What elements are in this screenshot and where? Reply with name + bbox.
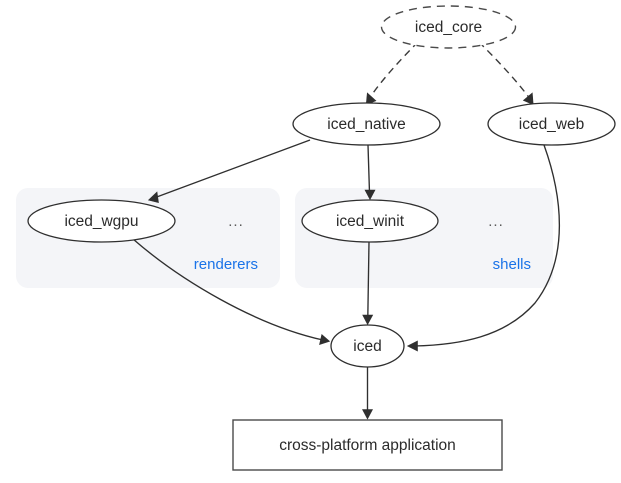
- node-iced-winit-label: iced_winit: [336, 213, 405, 230]
- node-iced-wgpu-label: iced_wgpu: [64, 213, 138, 230]
- edge-native-to-winit: [364, 144, 376, 201]
- node-cross-platform-application[interactable]: cross-platform application: [232, 419, 503, 471]
- shells-more-ellipsis: ...: [488, 213, 504, 230]
- node-iced-web[interactable]: iced_web: [487, 102, 616, 146]
- edge-core-to-web-arrowhead: [522, 92, 534, 106]
- edge-native-to-winit-path: [367, 144, 371, 194]
- edge-core-to-native: [365, 41, 419, 106]
- cluster-renderers-label: renderers: [194, 256, 258, 273]
- node-iced-native-label: iced_native: [327, 116, 405, 133]
- node-cross-platform-application-label: cross-platform application: [279, 437, 456, 454]
- node-iced-winit[interactable]: iced_winit: [301, 199, 439, 243]
- cluster-shells-label: shells: [493, 256, 531, 273]
- edge-wgpu-to-iced: [132, 238, 331, 345]
- edge-winit-to-iced: [362, 241, 374, 326]
- edge-iced-to-app: [362, 367, 373, 420]
- node-iced-label: iced: [353, 338, 381, 355]
- node-iced-shape[interactable]: [330, 324, 405, 368]
- edge-wgpu-to-iced-arrowhead: [319, 333, 331, 345]
- edge-web-to-iced-path: [413, 144, 561, 347]
- edge-wgpu-to-iced-path: [132, 238, 324, 341]
- edge-core-to-web-path: [478, 41, 531, 100]
- node-iced-core-shape[interactable]: [380, 5, 517, 49]
- node-iced-native[interactable]: iced_native: [292, 102, 441, 146]
- edge-native-to-wgpu-arrowhead: [147, 191, 159, 203]
- node-iced-native-shape[interactable]: [292, 102, 441, 146]
- edge-winit-to-iced-arrowhead: [362, 314, 374, 326]
- node-iced-core-label: iced_core: [415, 19, 482, 36]
- edge-native-to-wgpu: [147, 139, 311, 203]
- node-iced[interactable]: iced: [330, 324, 405, 368]
- edge-native-to-winit-arrowhead: [364, 189, 376, 201]
- edge-iced-to-app-arrowhead: [362, 409, 373, 420]
- renderers-more-ellipsis: ...: [228, 213, 244, 230]
- node-iced-winit-shape[interactable]: [301, 199, 439, 243]
- node-iced-wgpu[interactable]: iced_wgpu: [27, 199, 176, 243]
- node-iced-web-label: iced_web: [519, 116, 585, 133]
- edge-core-to-native-path: [368, 41, 419, 100]
- node-iced-web-shape[interactable]: [487, 102, 616, 146]
- edge-web-to-iced-arrowhead: [406, 340, 418, 352]
- edge-core-to-web: [478, 41, 534, 106]
- edge-native-to-wgpu-path: [153, 139, 311, 199]
- node-iced-wgpu-shape[interactable]: [27, 199, 176, 243]
- edge-web-to-iced: [406, 144, 561, 352]
- node-cross-platform-application-shape[interactable]: [232, 419, 503, 471]
- node-iced-core[interactable]: iced_core: [380, 5, 517, 49]
- edge-winit-to-iced-path: [367, 241, 370, 319]
